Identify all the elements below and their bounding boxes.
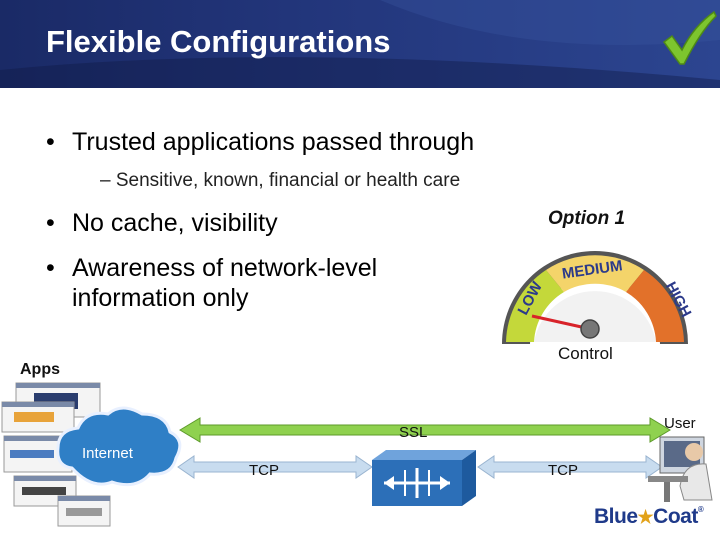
gauge-zone-high (626, 270, 684, 342)
bluecoat-logo: Blue★Coat® (594, 505, 704, 528)
bullet-no-cache: No cache, visibility (72, 209, 278, 237)
star-icon: ★ (637, 507, 654, 527)
gauge-zone-medium (546, 255, 644, 292)
bullet-awareness-line2: information only (72, 284, 249, 312)
tcp-label-left: TCP (249, 462, 279, 479)
app-window-icon (1, 401, 75, 433)
bullet-awareness-line1: Awareness of network-level (72, 254, 378, 282)
cloud-icon (56, 406, 182, 487)
slide-header: Flexible Configurations (0, 0, 720, 88)
header-decoration (0, 0, 720, 88)
gauge-hub (580, 319, 600, 339)
gauge-icon: LOW MEDIUM HIGH (502, 251, 694, 344)
internet-label: Internet (82, 445, 133, 462)
logo-text-blue: Blue (594, 505, 638, 528)
ssl-label: SSL (399, 424, 428, 441)
user-label: User (664, 415, 696, 432)
bullet-dot: • (46, 254, 55, 282)
bullet-dot: • (46, 209, 55, 237)
proxy-appliance-icon (372, 450, 476, 506)
option-label: Option 1 (548, 208, 626, 229)
sub-bullet-sensitive: – Sensitive, known, financial or health … (100, 170, 461, 191)
ssl-arrow (179, 417, 671, 443)
network-diagram (1, 382, 713, 527)
slide-title: Flexible Configurations (46, 24, 391, 59)
tcp-label-right: TCP (548, 462, 578, 479)
apps-label: Apps (20, 361, 60, 378)
gauge-needle (531, 314, 587, 330)
logo-text-coat: Coat (653, 505, 698, 528)
user-workstation-icon (648, 436, 713, 502)
bullet-dot: • (46, 128, 55, 156)
app-window-icon (57, 495, 111, 527)
control-label: Control (558, 344, 613, 363)
gauge-zone-low (506, 270, 564, 342)
checkmark-icon (662, 10, 717, 65)
bullet-trusted-apps: Trusted applications passed through (72, 128, 475, 156)
gauge-face (534, 291, 656, 342)
